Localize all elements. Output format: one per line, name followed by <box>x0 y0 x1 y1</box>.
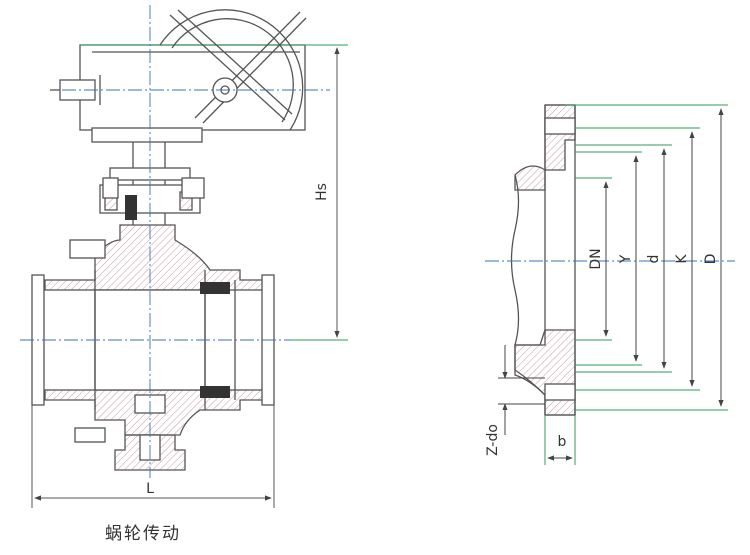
hs-label: Hs <box>314 183 330 201</box>
k-label: K <box>674 254 690 264</box>
l-label: L <box>146 481 154 497</box>
flange-dimensions <box>498 108 724 461</box>
big-d-label: D <box>703 254 719 265</box>
flange-section <box>510 104 576 416</box>
valve-body <box>31 224 275 471</box>
gear-operator <box>50 44 345 143</box>
dn-label: DN <box>588 248 604 269</box>
y-label: Y <box>618 254 634 264</box>
z-do-label: Z-do <box>485 424 501 456</box>
hs-dimension <box>290 44 348 341</box>
left-centerlines <box>20 5 330 478</box>
d-label: d <box>646 255 662 264</box>
b-label: b <box>558 434 567 450</box>
drawing-caption: 蜗轮传动 <box>105 524 181 544</box>
valve-stem <box>99 142 205 225</box>
l-dimension <box>31 405 275 508</box>
flange-extension-lines <box>544 104 728 465</box>
